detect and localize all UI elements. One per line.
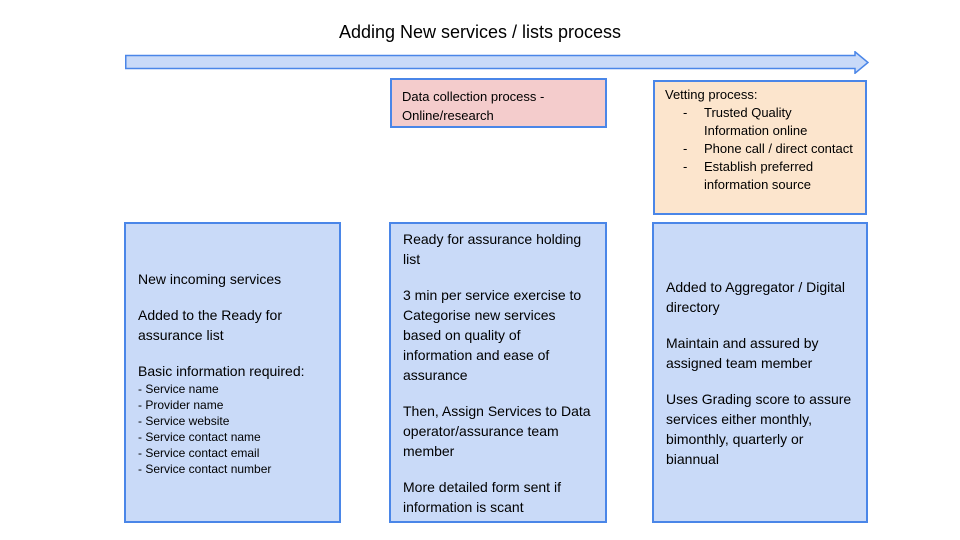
dash-bullet-glyph: - (683, 105, 688, 120)
vetting-bullet-list: - Trusted Quality Information online - P… (665, 104, 857, 194)
basic-info-list: - Service name - Provider name - Service… (138, 381, 327, 477)
basic-info-item: - Service contact name (138, 429, 261, 444)
stage-paragraph: Basic information required: (138, 362, 305, 379)
stage-paragraph: Maintain and assured by assigned team me… (666, 334, 819, 371)
basic-info-item: - Service contact number (138, 461, 272, 476)
data-collection-text: Data collection process - Online/researc… (402, 89, 545, 123)
vetting-heading: Vetting process: (665, 87, 758, 102)
stage-paragraph: New incoming services (138, 270, 282, 287)
stage-paragraph: 3 min per service exercise to Categorise… (403, 286, 582, 383)
vetting-process-box: Vetting process: - Trusted Quality Infor… (653, 80, 867, 215)
stage-box-incoming-services: New incoming services Added to the Ready… (124, 222, 341, 523)
dash-bullet-glyph: - (683, 159, 688, 174)
stage-paragraph: Added to Aggregator / Digital directory (666, 278, 846, 315)
basic-info-item: - Service contact email (138, 445, 260, 460)
vetting-bullet-text: Phone call / direct contact (704, 141, 853, 156)
vetting-bullet-item: - Phone call / direct contact (665, 140, 857, 158)
stage-paragraph: Then, Assign Services to Data operator/a… (403, 402, 591, 459)
stage-paragraph: Ready for assurance holding list (403, 230, 582, 267)
stage-paragraph: Added to the Ready for assurance list (138, 306, 282, 343)
basic-info-item: - Service website (138, 413, 230, 428)
basic-info-item: - Provider name (138, 397, 224, 412)
process-flow-arrow-icon (125, 51, 869, 74)
data-collection-box: Data collection process - Online/researc… (390, 78, 607, 128)
vetting-bullet-text: Establish preferred information source (704, 159, 814, 192)
vetting-bullet-text: Trusted Quality Information online (704, 105, 808, 138)
slide-title: Adding New services / lists process (338, 22, 622, 42)
basic-info-item: - Service name (138, 381, 219, 396)
vetting-bullet-item: - Establish preferred information source (665, 158, 857, 194)
stage-box-assurance-holding: Ready for assurance holding list 3 min p… (389, 222, 607, 523)
stage-paragraph: More detailed form sent if information i… (403, 478, 561, 515)
stage-box-aggregator-directory: Added to Aggregator / Digital directory … (652, 222, 868, 523)
dash-bullet-glyph: - (683, 141, 688, 156)
vetting-bullet-item: - Trusted Quality Information online (665, 104, 857, 140)
stage-paragraph: Uses Grading score to assure services ei… (666, 390, 852, 467)
